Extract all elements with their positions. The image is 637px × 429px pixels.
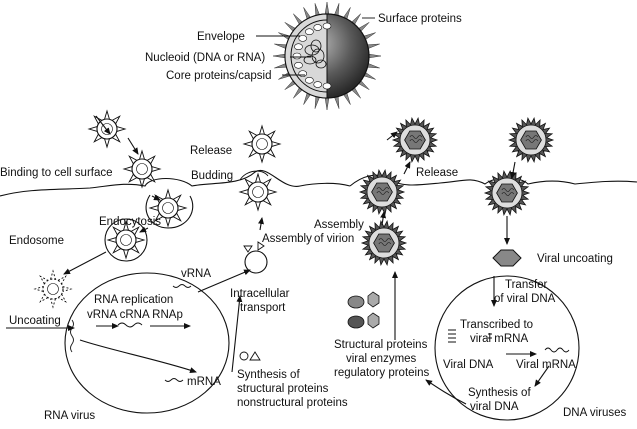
rna-virion [238,172,278,212]
synthesis-label-1: Synthesis of [237,369,300,381]
assembly-particle [244,250,268,274]
vrna-label: vRNA [181,268,211,280]
viral-mrna-symbol [544,347,570,353]
proteins-label-3: regulatory proteins [334,367,429,379]
assembly-virion-label-2: of virion [314,233,354,245]
dna-release-label: Release [416,167,458,179]
synthesis-dna-label-2: viral DNA [470,401,519,413]
rna-virion [148,188,188,228]
capsomere [305,76,314,84]
capsomere [313,24,323,31]
capsomere [322,82,332,90]
capsomere [294,43,303,51]
rna-replication-compartment [64,272,230,414]
protein-triangle-symbol [249,351,261,361]
capsomere [322,22,332,30]
spike [324,1,330,16]
rna-virion [106,220,146,260]
cell-membrane-rna [0,169,351,197]
crna-strand [117,322,143,328]
capsomere [298,35,308,42]
capsomere [294,61,303,69]
binding-label: Binding to cell surface [0,167,113,179]
rna-virus-caption: RNA virus [44,410,95,422]
synthesis-label-3: nonstructural proteins [237,397,348,409]
dna-virion [507,117,555,163]
viral-dna-symbol [448,329,456,343]
rna-virus-panel: Binding to cell surface Endocytosis Endo… [0,109,348,422]
surface-proteins-label: Surface proteins [378,13,462,25]
vrna-strand-entry [70,319,74,353]
assembly-virion-label-1: Assembly [314,219,364,231]
dna-nucleus [434,275,580,421]
dna-virion-hexagons [358,117,555,266]
transfer-label-2: of viral DNA [494,293,556,305]
rna-virion [33,269,73,309]
rna-release-label: Release [190,145,232,157]
core-proteins-label: Core proteins/capsid [166,70,271,82]
proteins-label-2: viral enzymes [346,353,417,365]
transcribed-label-2: viral mRNA [470,333,528,345]
nucleoid-coils [303,39,327,69]
nucleoid-label: Nucleoid (DNA or RNA) [145,52,265,64]
spike [367,53,382,59]
transport-label-2: transport [240,302,286,314]
uncoated-capsid [492,249,522,267]
endosome-label: Endosome [9,235,64,247]
endocytosis-label: Endocytosis [99,216,161,228]
spike [324,96,330,111]
assembly-label: Assembly [262,233,312,245]
protein-clusters [347,291,380,329]
transfer-label-1: Transfer [505,279,548,291]
viral-uncoating-label: Viral uncoating [537,253,613,265]
endocytosis-vesicle [145,194,194,229]
capsomere [313,81,323,88]
protein-circle-symbol [239,351,249,361]
budding-label: Budding [191,170,233,182]
envelope-label: Envelope [197,31,245,43]
mrna-label: mRNA [187,376,221,388]
endosome [104,218,148,262]
rna-virion [87,109,127,149]
transcribed-label-1: Transcribed to [460,319,533,331]
virion-illustration: Envelope Nucleoid (DNA or RNA) Core prot… [145,1,462,111]
dna-viruses-caption: DNA viruses [563,407,627,419]
capsomere [298,70,308,77]
spike [272,53,287,59]
viral-dna-label: Viral DNA [443,359,494,371]
synthesis-label-2: structural proteins [237,383,329,395]
capsomere [292,52,302,60]
dna-virus-panel: Release Assembly of virion Viral uncoati… [314,117,627,421]
viral-mrna-label: Viral mRNA [516,359,576,371]
rna-virion [242,124,282,164]
virion-cutaway [284,13,328,99]
dna-virion [391,117,439,163]
dna-virion [483,170,531,216]
uncoating-label: Uncoating [9,315,61,327]
rna-replication-sequence: vRNA cRNA RNAp [87,309,183,321]
rna-virion-stars [33,109,282,309]
rna-replication-label: RNA replication [94,294,173,306]
dna-virion [358,169,406,215]
rna-virion [122,149,162,189]
dna-virion [360,220,408,266]
capsomere [305,28,314,36]
proteins-label-1: Structural proteins [334,339,428,351]
transport-label-1: Intracellular [230,288,290,300]
synthesis-dna-label-1: Synthesis of [468,387,531,399]
